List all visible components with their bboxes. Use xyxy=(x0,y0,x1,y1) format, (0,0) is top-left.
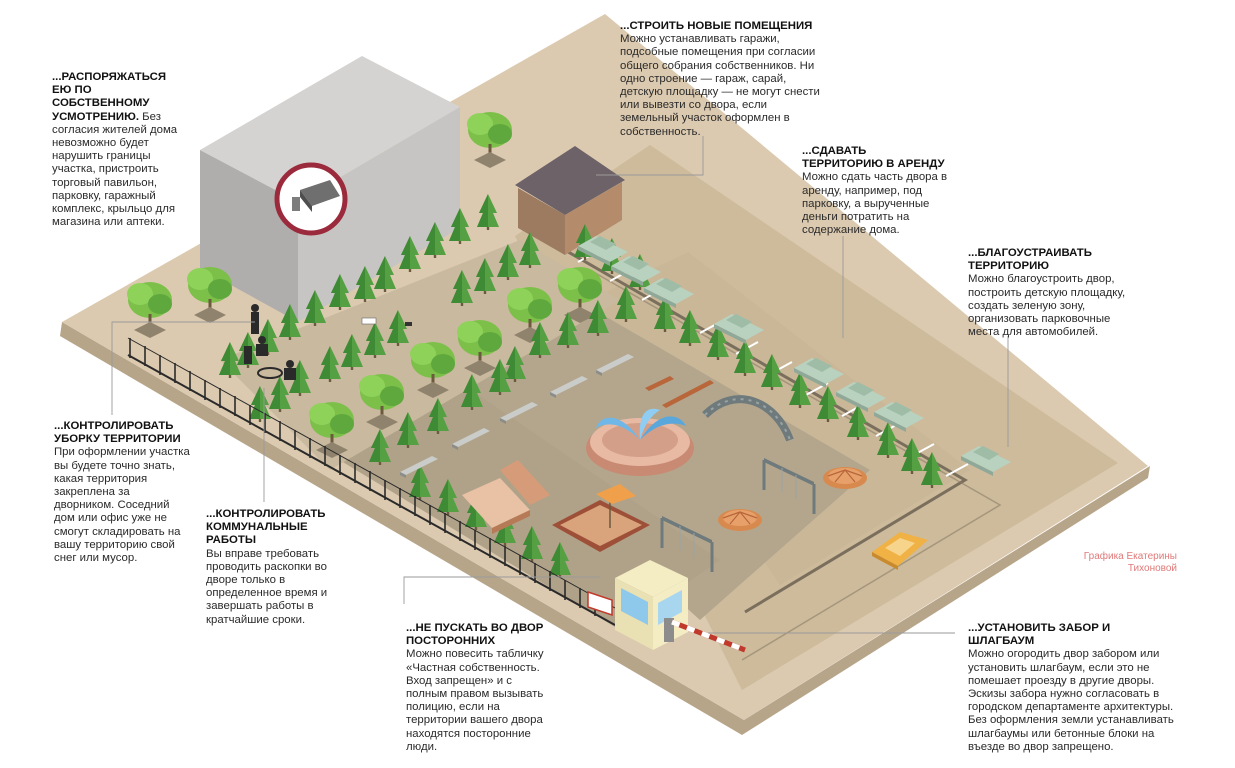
guard-booth xyxy=(615,560,688,650)
annotation-cleaning-heading: ...контролировать уборку территории xyxy=(54,420,181,446)
graphics-credit: Графика Екатерины Тихоновой xyxy=(1083,551,1177,574)
apartment-building xyxy=(200,56,460,322)
barrier xyxy=(664,618,746,653)
annotation-strangers-body: Можно повесить табличку «Частная собстве… xyxy=(406,648,544,753)
annotation-fence-body: Можно огородить двор забором или установ… xyxy=(968,648,1174,753)
private-property-sign xyxy=(587,590,613,617)
annotation-utilities-body: Вы вправе требовать проводить раскопки в… xyxy=(206,547,328,626)
annotation-improve-body: Можно благоустроить двор, построить детс… xyxy=(968,273,1126,339)
annotation-fence: ...установить забор и шлагбаум Можно ого… xyxy=(968,622,1176,754)
annotation-utilities-heading: ...контролировать коммунальные работы xyxy=(206,508,326,547)
annotation-fence-heading: ...установить забор и шлагбаум xyxy=(968,622,1111,648)
annotation-cleaning: ...контролировать уборку территории При … xyxy=(54,420,190,565)
annotation-strangers-heading: ...не пускать во двор посторонних xyxy=(406,622,544,648)
annotation-build-heading: ...строить новые помещения xyxy=(620,20,813,32)
fence xyxy=(127,337,616,626)
annotation-strangers: ...не пускать во двор посторонних Можно … xyxy=(406,622,556,754)
slides xyxy=(462,460,550,534)
annotation-build-body: Можно устанавливать гаражи, подсобные по… xyxy=(620,33,820,138)
camera-icon xyxy=(274,162,348,236)
moving-car xyxy=(872,532,928,570)
annotation-cleaning-body: При оформлении участка вы будете точно з… xyxy=(54,446,190,565)
annotation-improve-heading: ...благоустраивать территорию xyxy=(968,247,1092,273)
annotation-build: ...строить новые помещения Можно устанав… xyxy=(620,20,825,139)
annotation-dispose-body: Без согласия жителей дома невозможно буд… xyxy=(52,110,178,229)
sandbox xyxy=(552,484,650,552)
fountain xyxy=(586,408,694,476)
annotation-improve: ...благоустраивать территорию Можно благ… xyxy=(968,247,1140,339)
annotation-rent-heading: ...сдавать территорию в аренду xyxy=(802,145,945,171)
annotation-dispose-heading: ...распоряжаться ею по собственному усмо… xyxy=(52,71,167,123)
annotation-rent: ...сдавать территорию в аренду Можно сда… xyxy=(802,145,950,237)
annotation-rent-body: Можно сдать часть двора в аренду, наприм… xyxy=(802,171,948,237)
annotation-utilities: ...контролировать коммунальные работы Вы… xyxy=(206,508,352,627)
annotation-dispose: ...распоряжаться ею по собственному усмо… xyxy=(52,71,188,229)
